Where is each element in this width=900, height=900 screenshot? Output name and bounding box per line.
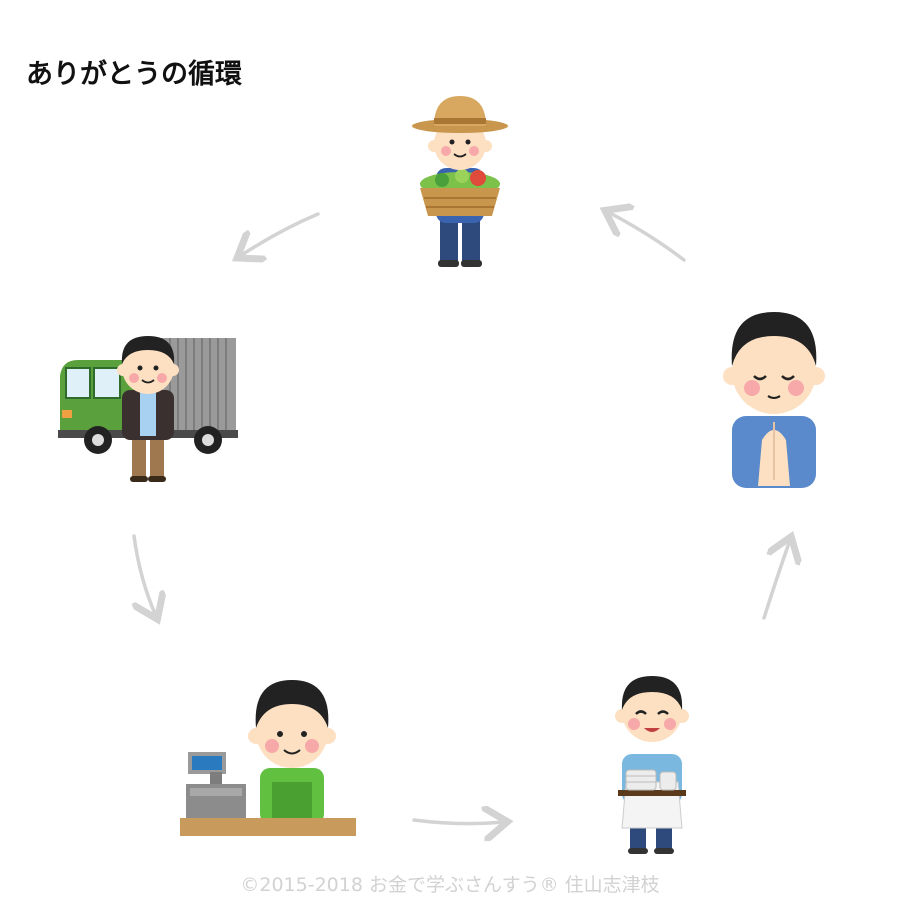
arrow-diner-to-farmer [608, 212, 686, 262]
farmer-icon [412, 96, 508, 267]
diagram-title: ありがとうの循環 [26, 59, 242, 90]
waiter-figure [604, 672, 700, 856]
waiter-carrying-dishes-icon [615, 676, 689, 854]
farmer-figure [408, 88, 512, 270]
person-saying-thanks-icon [723, 312, 825, 488]
shop-clerk-figure [180, 672, 358, 838]
arrow-driver-to-clerk [134, 534, 156, 616]
diner-figure [718, 310, 830, 488]
truck-driver-figure [58, 320, 242, 484]
arrow-farmer-to-driver [240, 212, 320, 256]
cashier-at-register-icon [180, 680, 356, 836]
arrow-clerk-to-waiter [412, 820, 504, 824]
delivery-truck-driver-icon [58, 336, 238, 482]
arrow-waiter-to-diner [762, 540, 790, 620]
copyright-notice: ©2015-2018 お金で学ぶさんすう® 住山志津枝 [240, 874, 660, 896]
